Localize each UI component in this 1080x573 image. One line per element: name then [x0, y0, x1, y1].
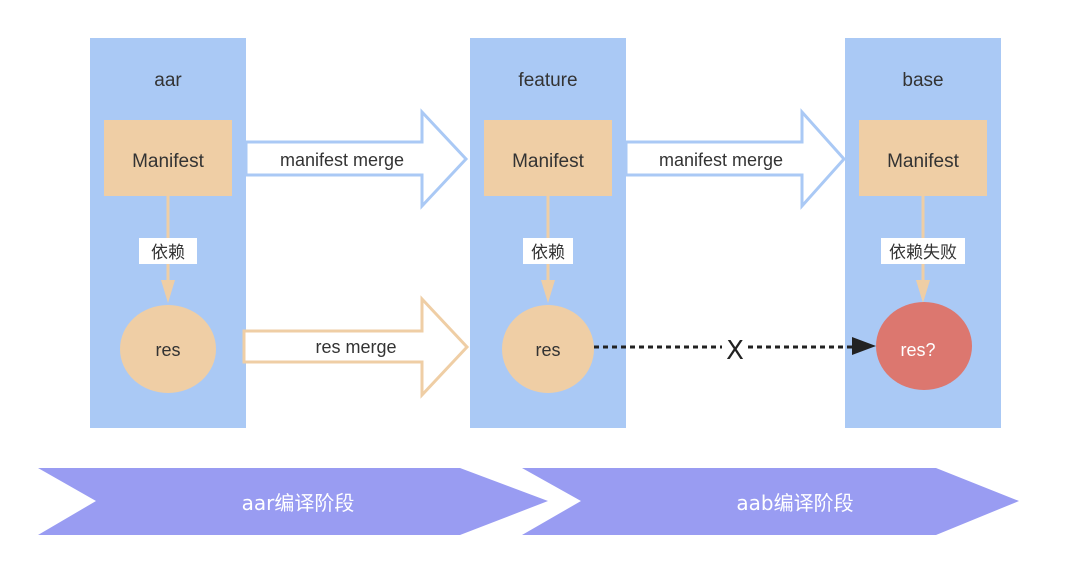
- manifest-label-base: Manifest: [887, 151, 960, 172]
- manifest-label-feature: Manifest: [512, 151, 585, 172]
- blocked-marker-x: X: [726, 336, 744, 366]
- dependency-label-bg-aar: [139, 238, 197, 264]
- manifest-label-aar: Manifest: [132, 151, 205, 172]
- dependency-label-bg-base: [881, 238, 965, 264]
- res-label-aar: res: [155, 340, 180, 360]
- manifest-box-aar: [104, 120, 232, 196]
- manifest-merge-label-2: manifest merge: [659, 150, 783, 170]
- module-title-feature: feature: [518, 70, 577, 91]
- stage-label-aar: aar编译阶段: [242, 491, 355, 515]
- res-label-base: res?: [900, 340, 935, 360]
- res-node-aar: [120, 305, 216, 393]
- res-node-base-failed: [876, 302, 972, 390]
- dependency-label-feature: 依赖: [531, 243, 565, 263]
- manifest-merge-arrow-aar-feature: [244, 108, 469, 210]
- dependency-arrowhead-base: [916, 280, 930, 303]
- dependency-label-aar: 依赖: [151, 243, 185, 263]
- res-merge-arrow-aar-feature: [242, 295, 470, 399]
- manifest-box-base: [859, 120, 987, 196]
- manifest-merge-arrow-feature-base: [624, 108, 847, 210]
- module-title-aar: aar: [154, 70, 182, 91]
- stage-band-aar: [38, 468, 548, 535]
- dependency-arrowhead-feature: [541, 280, 555, 303]
- module-title-base: base: [902, 70, 943, 91]
- blocked-res-link: X: [594, 336, 876, 366]
- dependency-label-base: 依赖失败: [889, 243, 957, 263]
- stage-label-aab: aab编译阶段: [736, 491, 853, 515]
- dependency-label-bg-feature: [523, 238, 573, 264]
- dependency-arrowhead-aar: [161, 280, 175, 303]
- res-merge-label: res merge: [315, 337, 396, 357]
- dependency-connector-base: 依赖失败: [881, 196, 965, 303]
- dependency-connector-aar: 依赖: [139, 196, 197, 303]
- stage-band-aab: [522, 468, 1019, 535]
- dependency-connector-feature: 依赖: [523, 196, 573, 303]
- res-label-feature: res: [535, 340, 560, 360]
- res-node-feature: [502, 305, 594, 393]
- manifest-merge-label-1: manifest merge: [280, 150, 404, 170]
- manifest-box-feature: [484, 120, 612, 196]
- blocked-link-arrowhead: [852, 337, 876, 355]
